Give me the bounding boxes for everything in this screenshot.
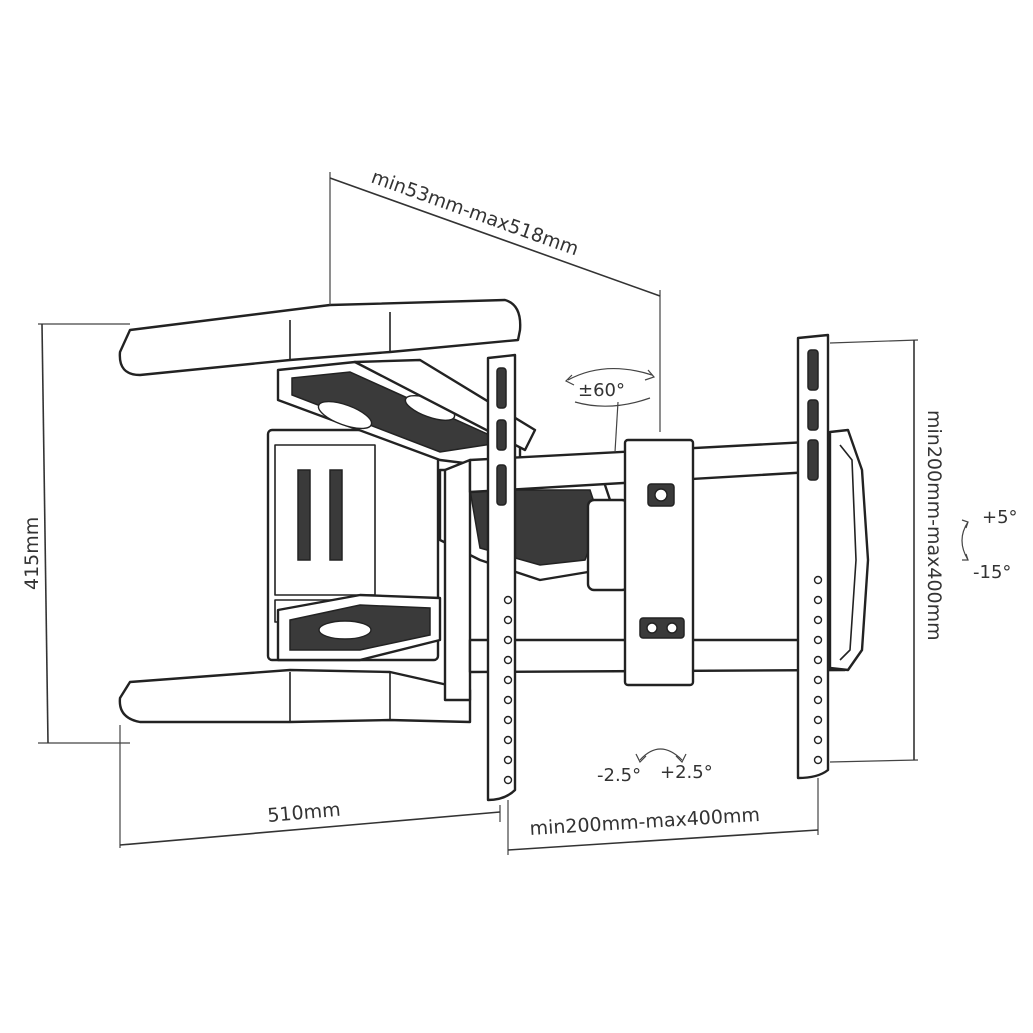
rotation-left-label: -2.5° <box>597 765 641 786</box>
vesa-vertical-dimension: min200mm-max400mm <box>829 339 945 763</box>
arm-extension-label: min53mm-max518mm <box>368 166 581 260</box>
right-vertical-rail <box>796 333 830 780</box>
tilt-indicator: +5° -15° <box>961 507 1018 583</box>
swivel-indicator: ±60° <box>564 368 656 453</box>
swivel-label: ±60° <box>578 380 625 401</box>
vesa-vertical-label: min200mm-max400mm <box>923 410 945 641</box>
tv-bracket-head <box>443 428 870 702</box>
articulating-arms <box>276 358 630 662</box>
vesa-horizontal-dimension: min200mm-max400mm <box>507 778 819 855</box>
vesa-horizontal-label: min200mm-max400mm <box>529 804 761 840</box>
tilt-up-label: +5° <box>982 507 1018 528</box>
rotation-indicator: -2.5° +2.5° <box>597 748 713 786</box>
height-dimension: 415mm <box>21 323 130 744</box>
tilt-down-label: -15° <box>973 562 1011 583</box>
width-dimension: 510mm <box>119 725 501 848</box>
width-label: 510mm <box>267 799 342 827</box>
height-label: 415mm <box>21 517 43 590</box>
left-vertical-rail <box>486 353 517 802</box>
rotation-right-label: +2.5° <box>660 762 713 783</box>
